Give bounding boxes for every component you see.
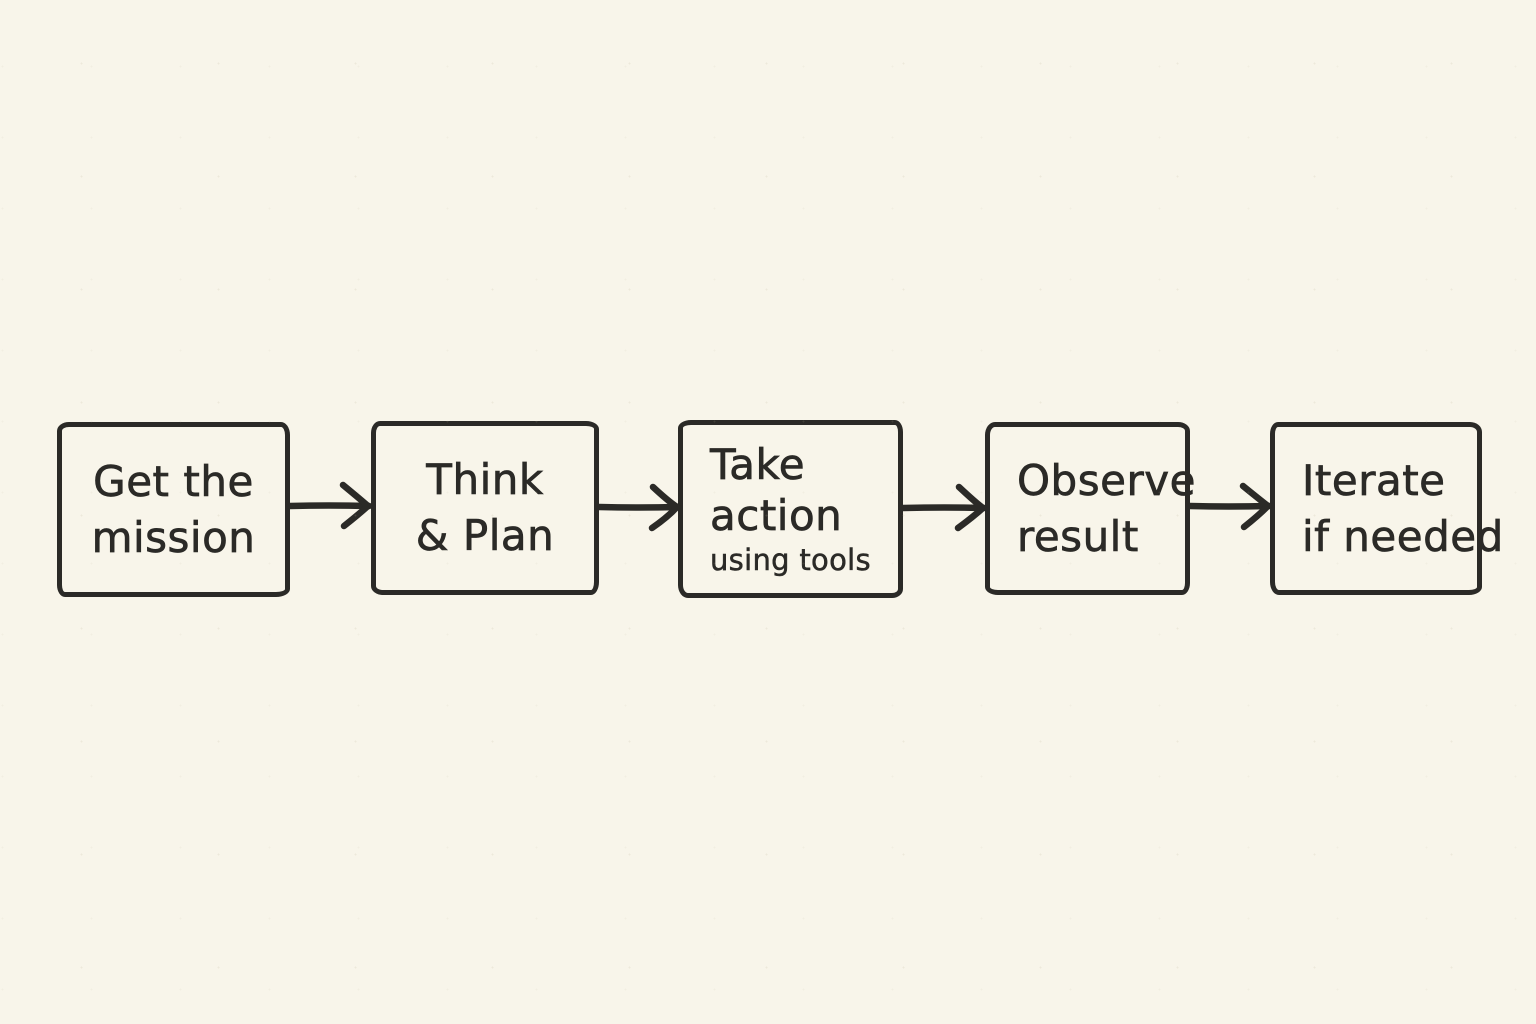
step-label-line: Observe <box>1017 455 1196 505</box>
step-label-line: Iterate <box>1302 455 1446 505</box>
arrow-right-icon <box>288 481 372 530</box>
flow-step-observe-result: Observe result <box>985 422 1196 595</box>
step-label-line: if needed <box>1302 511 1504 561</box>
arrow-right-icon <box>597 483 681 532</box>
step-label-line: Get the <box>93 456 254 506</box>
step-label-line: Think <box>426 455 544 505</box>
step-sublabel: using tools <box>710 543 871 578</box>
flow-step-think-and-plan: Think & Plan <box>371 421 599 595</box>
step-label-line: result <box>1017 511 1139 561</box>
flow-step-iterate-if-needed: Iterate if needed <box>1270 422 1504 595</box>
step-label-line: Take <box>710 440 806 490</box>
arrow-right-icon <box>901 483 987 532</box>
flow-step-get-the-mission: Get the mission <box>57 422 290 597</box>
arrow-right-icon <box>1188 482 1272 531</box>
step-label-line: & Plan <box>415 511 555 561</box>
step-label-line: mission <box>91 512 256 562</box>
flow-step-take-action: Take action using tools <box>678 420 903 598</box>
step-label-line: action <box>710 490 843 540</box>
